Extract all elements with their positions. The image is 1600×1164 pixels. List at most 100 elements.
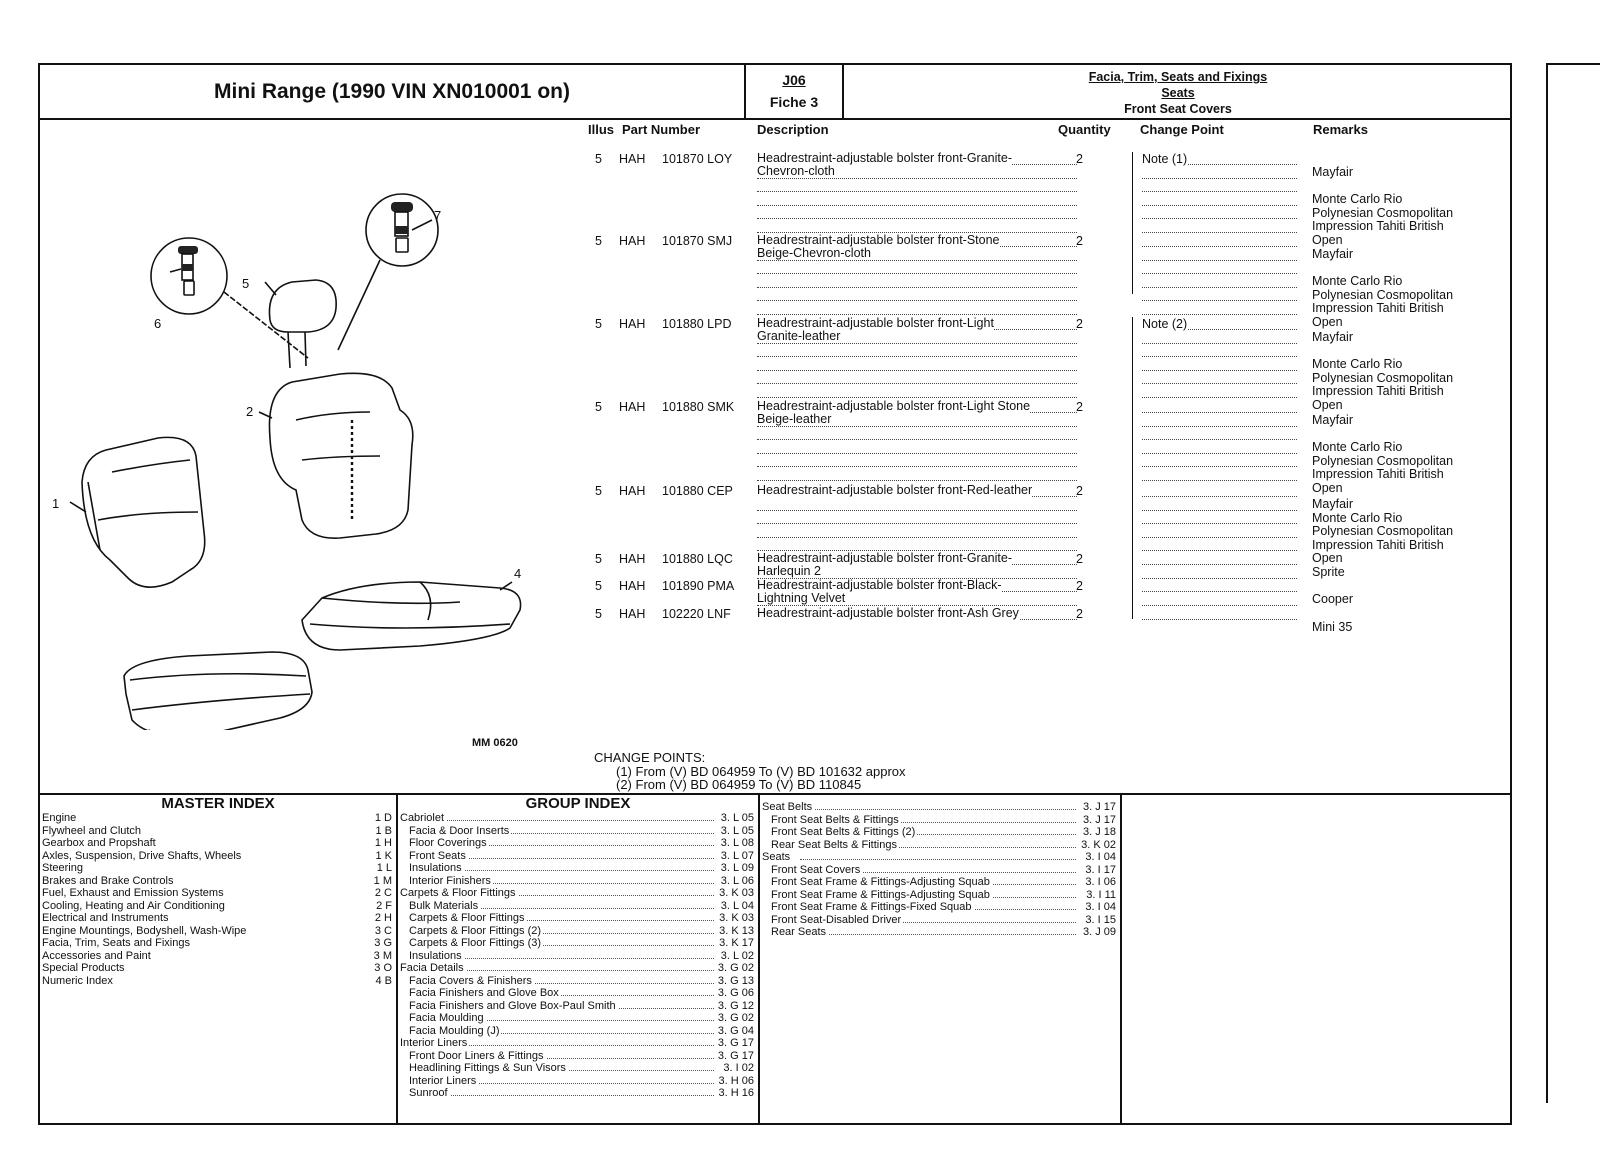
leader-dots (757, 313, 1077, 315)
index-entry-code: 2 F (374, 899, 392, 912)
index-entry-code: 3. I 15 (1083, 913, 1116, 926)
index-entry-label: Axles, Suspension, Drive Shafts, Wheels (42, 849, 244, 862)
index-entry-label: Seats (762, 851, 793, 864)
remark-line: Mayfair (1312, 413, 1353, 427)
job-code: J06 (782, 72, 806, 88)
part-prefix: HAH (619, 484, 646, 498)
leader-dots (1142, 329, 1297, 330)
index-entry[interactable]: Front Seat Belts & Fittings (2)3. J 18 (760, 826, 1120, 839)
leader-dots (1142, 412, 1297, 413)
index-entry[interactable]: Front Seat Frame & Fittings-Adjusting Sq… (760, 876, 1120, 889)
index-entry-label: Floor Coverings (409, 837, 489, 850)
index-entry-label: Interior Finishers (409, 874, 493, 887)
remark-line: Impression Tahiti British (1312, 537, 1444, 552)
index-entry-code: 3 C (372, 924, 392, 937)
leader-dots (757, 577, 1077, 579)
leader-dots (438, 895, 714, 896)
index-entry[interactable]: Front Seat Frame & Fittings-Adjusting Sq… (760, 888, 1120, 901)
leader-dots (1142, 619, 1297, 620)
leader-dots (438, 845, 714, 846)
change-points-heading: CHANGE POINTS: (594, 750, 706, 765)
index-entry-label: Facia Covers & Finishers (409, 974, 534, 987)
index-entry[interactable]: Facia Covers & Finishers 3. G 13 (398, 974, 758, 987)
index-entry[interactable]: Facia Moulding (J)3. G 04 (398, 1024, 758, 1037)
column-header-remarks: Remarks (1313, 122, 1368, 137)
quantity-value: 2 (1076, 552, 1083, 566)
index-entry-label: Cooling, Heating and Air Conditioning (42, 899, 227, 912)
leader-dots (438, 870, 714, 871)
index-entry[interactable]: Front Seat-Disabled Driver 3. I 15 (760, 913, 1120, 926)
leader-dots (438, 857, 714, 859)
part-description: Headrestraint-adjustable bolster front-R… (757, 484, 1079, 497)
illus-number: 5 (595, 317, 602, 331)
index-entry[interactable]: Facia Finishers and Glove Box-Paul Smith… (398, 999, 758, 1012)
index-entry[interactable]: Cooling, Heating and Air Conditioning 2 F (40, 899, 396, 912)
part-prefix: HAH (619, 607, 646, 621)
index-entry[interactable]: Carpets & Floor Fittings (2)3. K 13 (398, 924, 758, 937)
leader-dots (438, 1020, 714, 1021)
leader-dots (1142, 356, 1297, 357)
seat-cushion-4 (301, 581, 522, 651)
leader-dots (1142, 204, 1297, 206)
change-point-bracket (1132, 152, 1133, 294)
leader-dots (757, 604, 1077, 606)
leader-dots (1142, 191, 1297, 192)
master-index-title: MASTER INDEX (161, 795, 275, 812)
part-description: Headrestraint-adjustable bolster front-S… (757, 234, 1079, 260)
leader-dots (1142, 286, 1297, 288)
index-entry-label: Carpets & Floor Fittings (400, 887, 518, 900)
leader-dots (438, 882, 714, 884)
part-prefix: HAH (619, 317, 646, 331)
index-entry-label: Fuel, Exhaust and Emission Systems (42, 887, 226, 900)
remark-line: Monte Carlo Rio (1312, 274, 1403, 288)
seat-backrest-cover-1 (81, 436, 206, 588)
index-entry-code: 3. K 03 (717, 912, 754, 925)
index-entry-label: Front Seat-Disabled Driver (771, 913, 904, 926)
remark-line: Polynesian Cosmopolitan (1312, 453, 1454, 468)
index-entry[interactable]: Carpets & Floor Fittings (3)3. K 17 (398, 937, 758, 950)
index-entry-code: 3. G 13 (715, 974, 754, 987)
index-entry-code: 3. L 07 (718, 849, 754, 862)
leader-dots (1142, 550, 1297, 551)
column-header-quantity: Quantity (1058, 122, 1111, 137)
